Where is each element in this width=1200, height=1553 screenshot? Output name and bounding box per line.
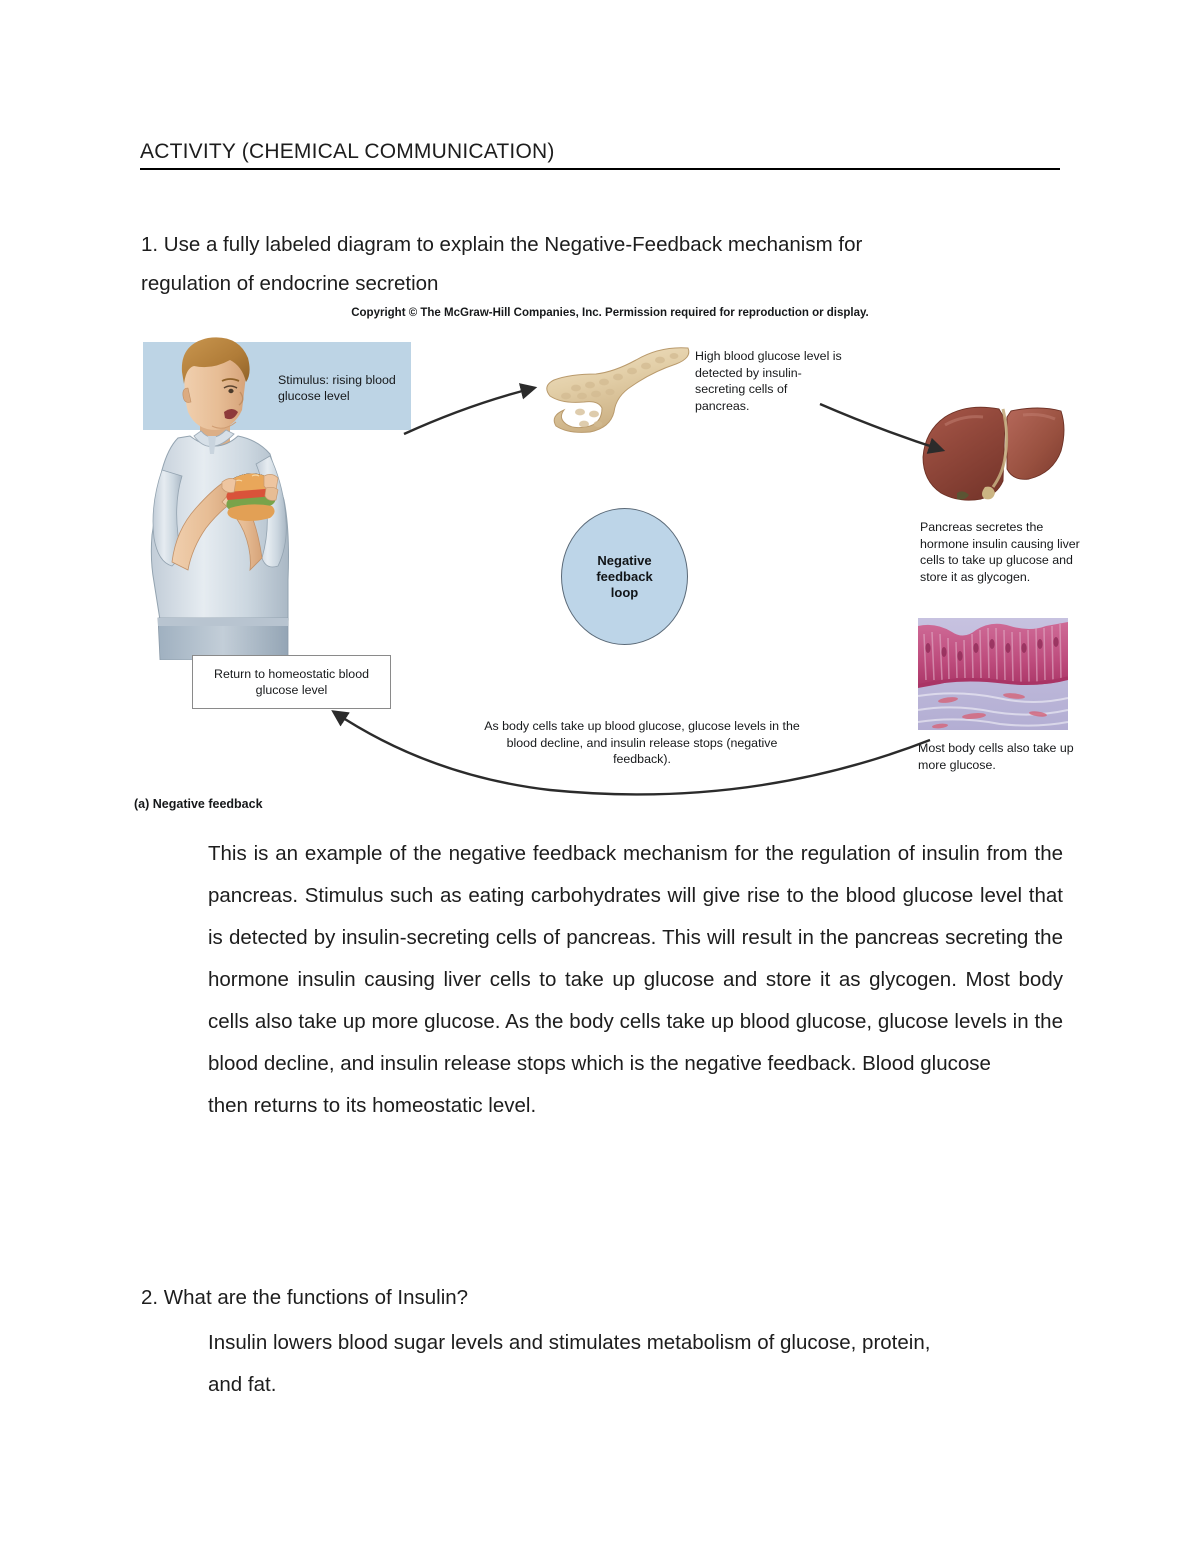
question-1-prompt-line-1: 1. Use a fully labeled diagram to explai… [141, 233, 863, 256]
pancreas-illustration [540, 340, 695, 435]
question-2-answer-body: Insulin lowers blood sugar levels and st… [208, 1331, 931, 1354]
question-1-answer: This is an example of the negative feedb… [208, 833, 1063, 1127]
question-2-answer: Insulin lowers blood sugar levels and st… [208, 1322, 1063, 1406]
boy-eating-burger-illustration [138, 330, 328, 660]
return-to-homeostasis-label: Return to homeostatic blood glucose leve… [214, 666, 369, 698]
arrow-stimulus-to-pancreas [403, 383, 538, 436]
loop-label-line-1: Negative [597, 552, 652, 568]
return-to-homeostasis-box: Return to homeostatic blood glucose leve… [192, 655, 391, 709]
liver-insulin-label: Pancreas secretes the hormone insulin ca… [920, 520, 1080, 584]
question-2-answer-lastline: and fat. [208, 1373, 277, 1396]
title-underline-rule [140, 168, 1060, 170]
question-1-answer-lastline: then returns to its homeostatic level. [208, 1094, 537, 1117]
question-1-prompt: 1. Use a fully labeled diagram to explai… [141, 225, 1061, 303]
figure-caption: (a) Negative feedback [134, 797, 263, 811]
loop-label-line-2: feedback [596, 568, 653, 584]
body-tissue-micrograph [918, 618, 1068, 730]
body-cells-label: Most body cells also take up more glucos… [918, 741, 1074, 772]
question-1-prompt-line-2: regulation of endocrine secretion [141, 272, 439, 295]
question-1-answer-body: This is an example of the negative feedb… [208, 842, 1063, 1075]
negative-feedback-figure: Copyright © The McGraw-Hill Companies, I… [130, 300, 1080, 820]
loop-label-line-3: loop [610, 584, 639, 600]
question-2-prompt: 2. What are the functions of Insulin? [141, 1286, 469, 1309]
stimulus-label: Stimulus: rising blood glucose level [278, 373, 396, 403]
glucose-decline-note: As body cells take up blood glucose, glu… [484, 719, 800, 766]
negative-feedback-loop-text: Negative feedback loop [596, 553, 652, 601]
figure-copyright-notice: Copyright © The McGraw-Hill Companies, I… [351, 307, 869, 319]
liver-illustration [915, 395, 1085, 515]
pancreas-detection-label: High blood glucose level is detected by … [695, 349, 842, 413]
negative-feedback-loop-circle: Negative feedback loop [561, 508, 688, 645]
page-title: ACTIVITY (CHEMICAL COMMUNICATION) [140, 140, 555, 163]
